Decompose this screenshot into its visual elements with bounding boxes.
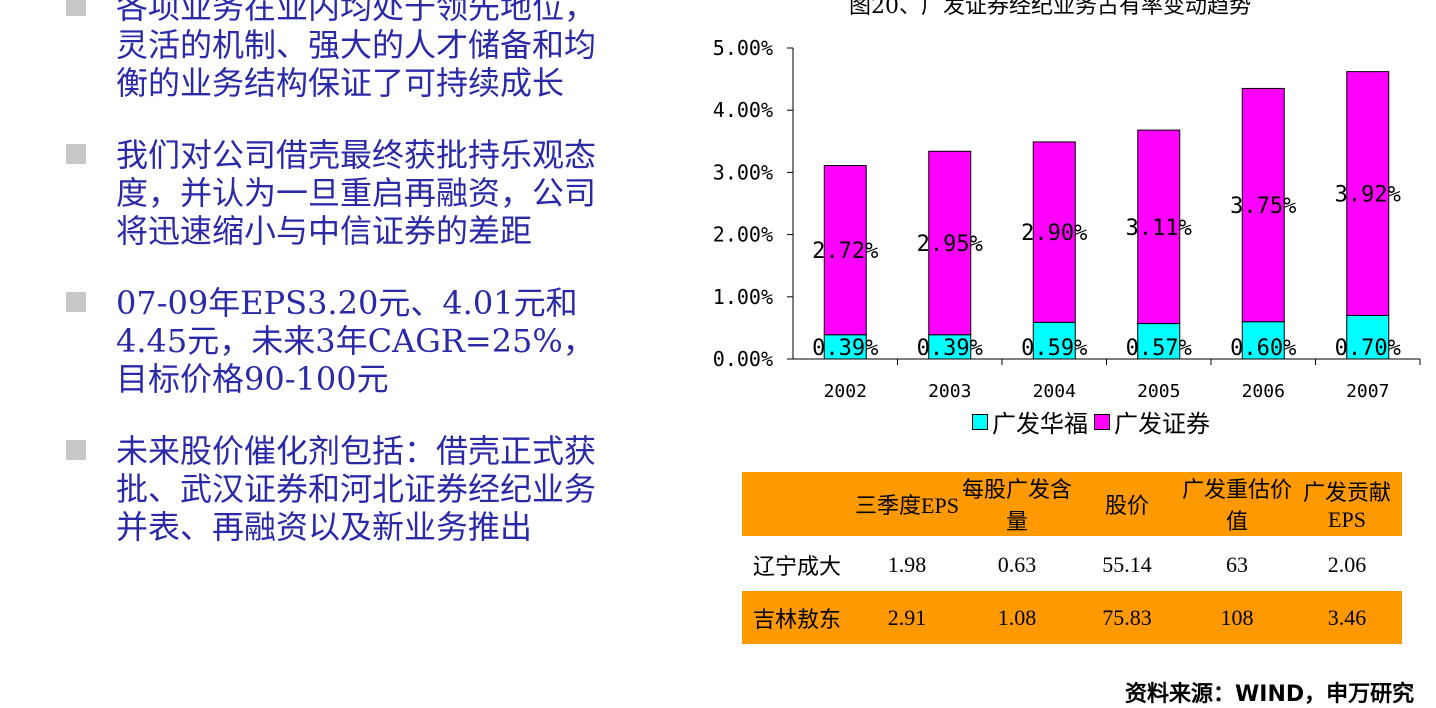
- bullet-item: 我们对公司借壳最终获批持乐观态度，并认为一旦重启再融资，公司将迅速缩小与中信证券…: [60, 136, 620, 250]
- table-cell: 辽宁成大: [742, 537, 852, 591]
- table-cell: 2.06: [1292, 537, 1402, 591]
- bar-segment: [1241, 87, 1285, 323]
- legend-item: 广发证券: [1094, 404, 1210, 439]
- data-label: 0.39%: [917, 336, 983, 361]
- bullet-text: 各项业务在业内均处于领先地位，灵活的机制、强大的人才储备和均衡的业务结构保证了可…: [116, 0, 597, 102]
- y-tick-label: 4.00%: [713, 98, 773, 122]
- table-header-cell: 股价: [1072, 472, 1182, 538]
- table-cell: 0.63: [962, 537, 1072, 591]
- bullet-text: 07-09年EPS3.20元、4.01元和4.45元，未来3年CAGR=25%，…: [116, 284, 595, 398]
- x-tick-label: 2002: [824, 381, 867, 402]
- bar-segment: [1032, 141, 1076, 323]
- table-header-cell: 广发重估价值: [1182, 472, 1292, 538]
- bar-segment: [1032, 321, 1076, 360]
- bar-segment: [823, 165, 867, 336]
- data-label: 2.95%: [917, 232, 983, 257]
- stacked-bar-chart: 0.00% 1.00% 2.00% 3.00% 4.00% 5.00% 2002 0.39% 2…: [713, 36, 1421, 402]
- data-label: 2.90%: [1021, 221, 1087, 246]
- bullet-square-icon: [66, 292, 86, 312]
- data-label: 0.60%: [1230, 336, 1296, 361]
- x-tick-label: 2005: [1137, 381, 1180, 402]
- bullet-item: 07-09年EPS3.20元、4.01元和4.45元，未来3年CAGR=25%，…: [60, 284, 620, 398]
- y-tick-label: 0.00%: [713, 347, 773, 371]
- data-label: 0.39%: [812, 336, 878, 361]
- y-tick-label: 2.00%: [713, 223, 773, 247]
- table-cell: 108: [1182, 591, 1292, 644]
- x-tick-label: 2003: [928, 381, 971, 402]
- table-cell: 吉林敖东: [742, 591, 852, 644]
- legend-swatch-huafu: [972, 413, 988, 430]
- table-header-row: 三季度EPS 每股广发含量 股价 广发重估价值 广发贡献EPS: [742, 472, 1402, 538]
- bullet-square-icon: [66, 440, 86, 460]
- data-label: 3.75%: [1230, 194, 1296, 219]
- table-header-cell: 每股广发含量: [962, 472, 1072, 538]
- source-note: 资料来源：WIND，申万研究: [1125, 682, 1415, 707]
- bullet-square-icon: [66, 0, 86, 16]
- legend-label: 广发证券: [1114, 410, 1210, 438]
- chart-legend: 广发华福 广发证券: [972, 404, 1210, 439]
- bar-segment: [1137, 129, 1181, 325]
- bullet-square-icon: [66, 144, 86, 164]
- y-tick-label: 3.00%: [713, 160, 773, 184]
- table-header-cell: 广发贡献EPS: [1292, 472, 1402, 538]
- valuation-table: 三季度EPS 每股广发含量 股价 广发重估价值 广发贡献EPS 辽宁成大 1.9…: [742, 472, 1402, 644]
- table-cell: 2.91: [852, 591, 962, 644]
- x-tick-label: 2004: [1033, 381, 1076, 402]
- chart-title: 图20、广发证券经纪业务占有率变动趋势: [849, 0, 1251, 19]
- x-tick-label: 2006: [1242, 381, 1285, 402]
- bullet-text: 未来股价催化剂包括：借壳正式获批、武汉证券和河北证券经纪业务并表、再融资以及新业…: [116, 432, 597, 546]
- y-tick-label: 5.00%: [713, 36, 773, 60]
- data-label: 3.11%: [1126, 216, 1192, 241]
- legend-label: 广发华福: [992, 410, 1088, 438]
- table-header-cell: [742, 472, 852, 538]
- table-cell: 3.46: [1292, 591, 1402, 644]
- bullet-item: 各项业务在业内均处于领先地位，灵活的机制、强大的人才储备和均衡的业务结构保证了可…: [60, 0, 620, 102]
- data-label: 0.57%: [1126, 336, 1192, 361]
- y-tick-label: 1.00%: [713, 285, 773, 309]
- table-row: 吉林敖东 2.91 1.08 75.83 108 3.46: [742, 591, 1402, 644]
- bar-segment: [823, 334, 867, 360]
- table-cell: 55.14: [1072, 537, 1182, 591]
- table-cell: 1.98: [852, 537, 962, 591]
- table-cell: 75.83: [1072, 591, 1182, 644]
- bullet-text: 我们对公司借壳最终获批持乐观态度，并认为一旦重启再融资，公司将迅速缩小与中信证券…: [116, 136, 597, 250]
- legend-swatch-gfzq: [1094, 413, 1110, 430]
- table-cell: 63: [1182, 537, 1292, 591]
- table-cell: 1.08: [962, 591, 1072, 644]
- bar-segment: [928, 150, 972, 336]
- table-header-cell: 三季度EPS: [852, 472, 962, 538]
- bullet-list: 各项业务在业内均处于领先地位，灵活的机制、强大的人才储备和均衡的业务结构保证了可…: [60, 0, 620, 580]
- table-row: 辽宁成大 1.98 0.63 55.14 63 2.06: [742, 537, 1402, 591]
- data-label: 0.59%: [1021, 336, 1087, 361]
- data-label: 3.92%: [1335, 183, 1401, 208]
- data-label: 2.72%: [812, 239, 878, 264]
- x-tick-label: 2007: [1346, 381, 1389, 402]
- bar-segment: [1346, 71, 1390, 316]
- bullet-item: 未来股价催化剂包括：借壳正式获批、武汉证券和河北证券经纪业务并表、再融资以及新业…: [60, 432, 620, 546]
- data-label: 0.70%: [1335, 336, 1401, 361]
- legend-item: 广发华福: [972, 404, 1088, 439]
